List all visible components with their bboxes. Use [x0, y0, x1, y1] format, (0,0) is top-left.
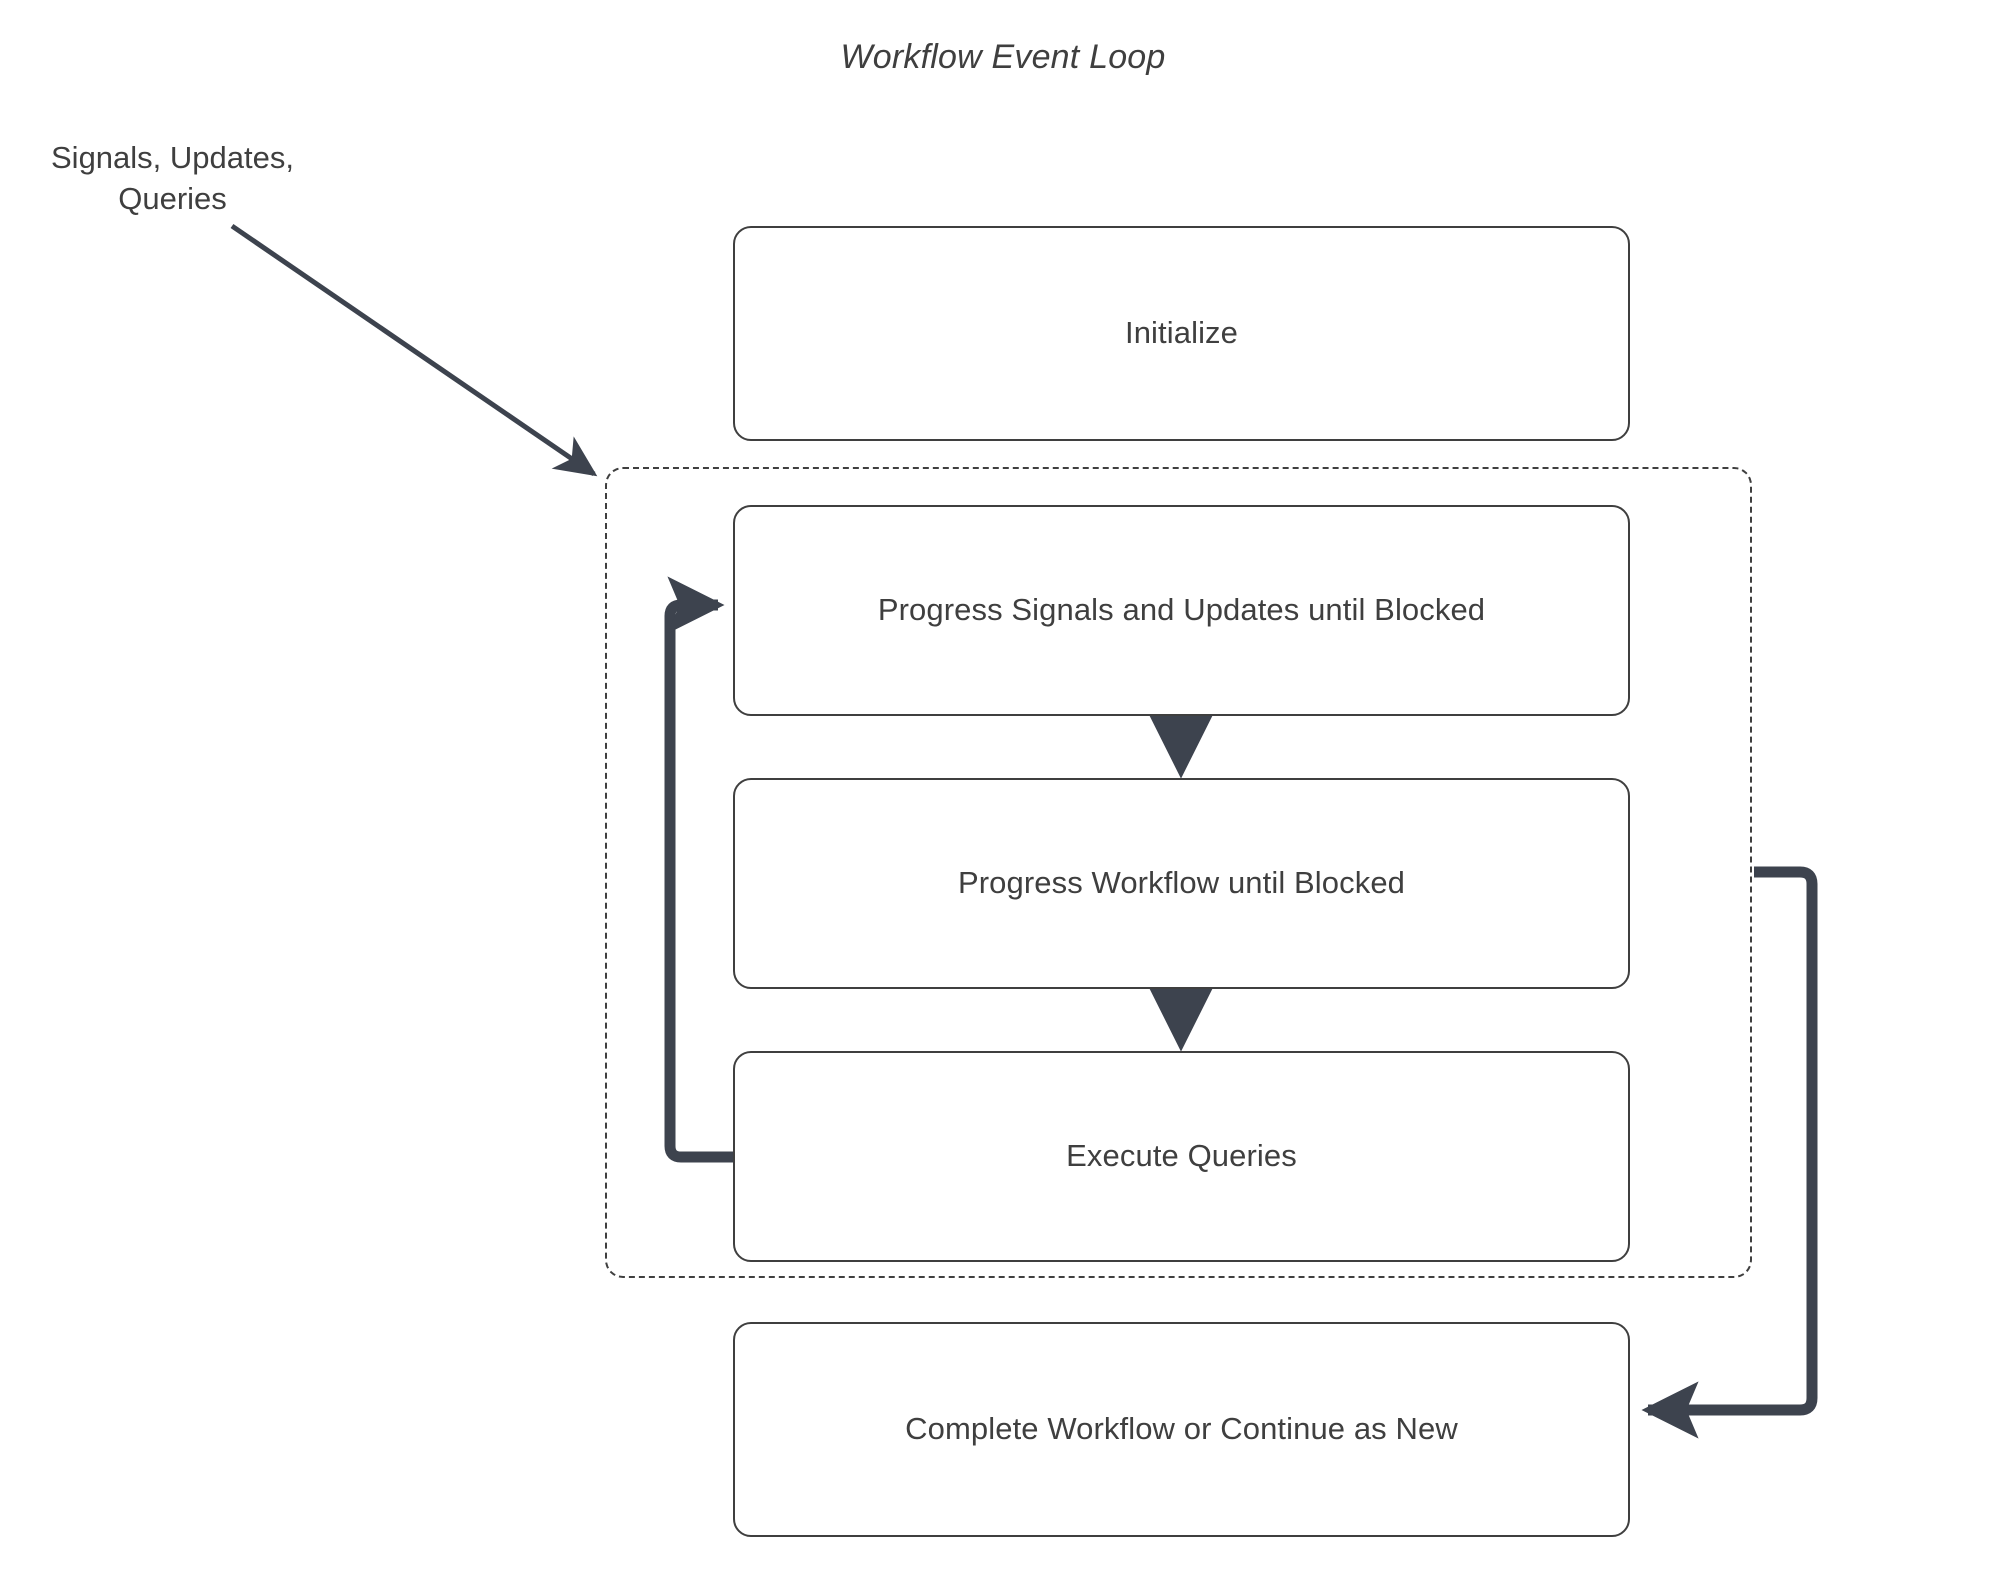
node-progress-workflow-label: Progress Workflow until Blocked — [957, 865, 1406, 901]
node-progress-signals-label: Progress Signals and Updates until Block… — [877, 592, 1486, 628]
edge-loop-group-to-complete-workflow — [1641, 866, 1818, 1439]
node-execute-queries-label: Execute Queries — [1066, 1138, 1297, 1174]
node-initialize[interactable]: Initialize — [733, 226, 1630, 441]
edge-execute-queries-to-progress-signals — [664, 576, 733, 1163]
node-initialize-label: Initialize — [1125, 315, 1238, 351]
node-progress-workflow[interactable]: Progress Workflow until Blocked — [733, 778, 1630, 989]
edge-external-input-to-loop — [230, 223, 598, 477]
node-complete-workflow[interactable]: Complete Workflow or Continue as New — [733, 1322, 1630, 1537]
event-loop-group — [605, 467, 1752, 1278]
external-input-label: Signals, Updates, Queries — [20, 138, 325, 220]
diagram-title: Workflow Event Loop — [840, 38, 1166, 76]
external-input-line-2: Queries — [118, 180, 227, 216]
external-input-line-1: Signals, Updates, — [51, 140, 294, 175]
node-execute-queries[interactable]: Execute Queries — [733, 1051, 1630, 1262]
node-progress-signals[interactable]: Progress Signals and Updates until Block… — [733, 505, 1630, 716]
node-complete-workflow-label: Complete Workflow or Continue as New — [905, 1411, 1458, 1447]
